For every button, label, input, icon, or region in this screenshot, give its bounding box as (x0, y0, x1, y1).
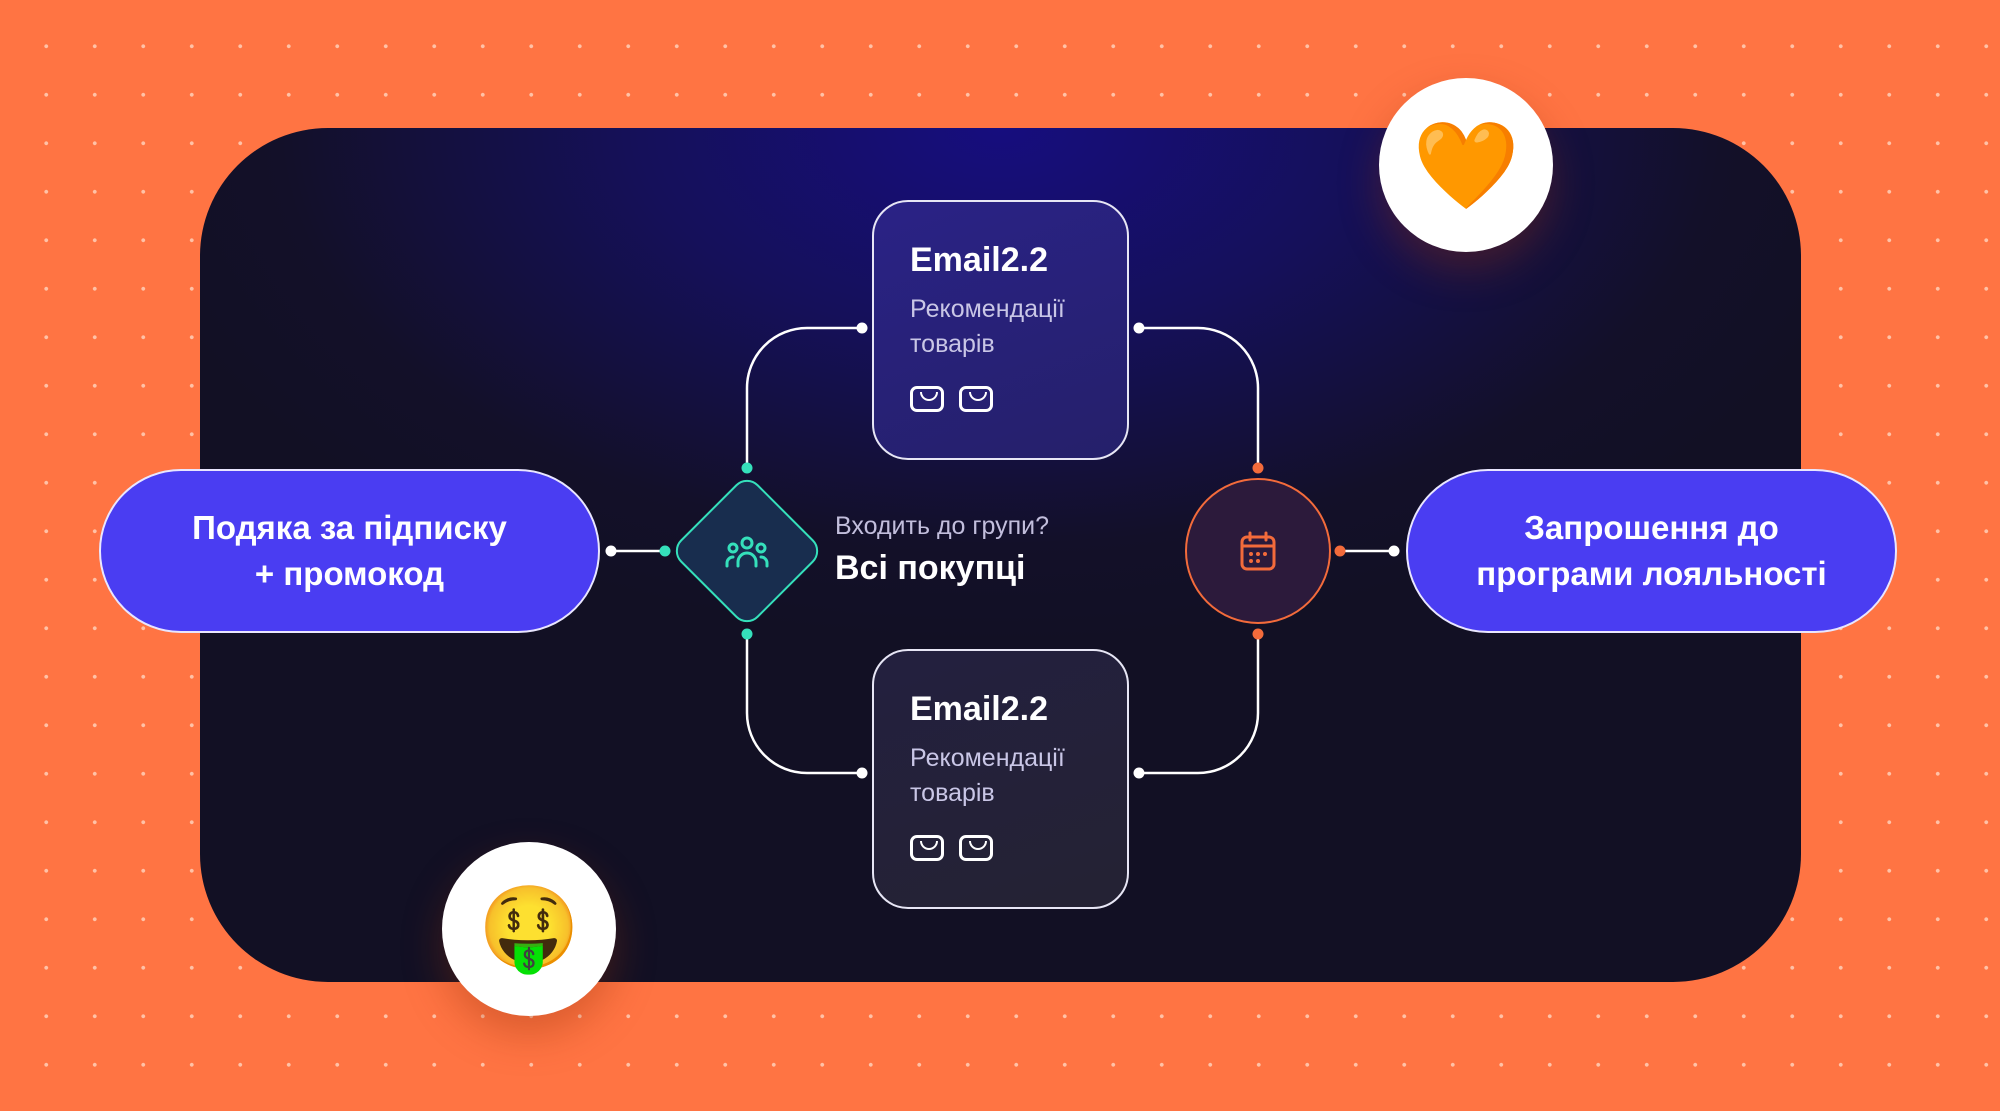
start-node[interactable]: Подяка за підписку + промокод (99, 469, 600, 633)
port-dot (1252, 628, 1264, 640)
envelope-icon (910, 835, 944, 861)
envelope-icon (959, 835, 993, 861)
email-card-subtitle: Рекомендації товарів (910, 295, 1065, 358)
calendar-icon (1240, 531, 1276, 571)
port-dot (741, 462, 753, 474)
connector-top-delay (1139, 326, 1260, 468)
money-face-badge: 🤑 (442, 842, 616, 1016)
orange-heart-icon: 🧡 (1412, 117, 1520, 214)
port-dot (659, 545, 671, 557)
end-node-line1: Запрошення до (1524, 509, 1779, 546)
envelope-icon (959, 386, 993, 412)
condition-answer: Всі покупці (835, 549, 1026, 587)
end-node-line2: програми лояльності (1476, 555, 1827, 592)
port-dot (1388, 545, 1400, 557)
email-card-title: Email2.2 (910, 241, 1048, 279)
email-card-top[interactable]: Email2.2 Рекомендації товарів (872, 200, 1129, 460)
email-card-title: Email2.2 (910, 690, 1048, 728)
connector-condition-top (745, 326, 862, 468)
email-card-subtitle: Рекомендації товарів (910, 744, 1065, 807)
port-dot (1252, 462, 1264, 474)
condition-question: Входить до групи? (835, 512, 1050, 540)
port-dot (1133, 767, 1145, 779)
email-card-bottom[interactable]: Email2.2 Рекомендації товарів (872, 649, 1129, 909)
port-dot (856, 767, 868, 779)
port-dot (741, 628, 753, 640)
delay-node[interactable] (1185, 478, 1331, 624)
port-dot (605, 545, 617, 557)
connector-condition-bottom (745, 634, 862, 775)
connector-bottom-delay (1139, 634, 1260, 775)
port-dot (856, 322, 868, 334)
port-dot (1133, 322, 1145, 334)
envelope-icon (910, 386, 944, 412)
users-group-icon (725, 536, 769, 568)
heart-badge: 🧡 (1379, 78, 1553, 252)
end-node[interactable]: Запрошення до програми лояльності (1406, 469, 1897, 633)
port-dot (1334, 545, 1346, 557)
start-node-line2: + промокод (254, 555, 445, 592)
start-node-line1: Подяка за підписку (192, 509, 507, 546)
money-mouth-face-icon: 🤑 (477, 883, 581, 974)
